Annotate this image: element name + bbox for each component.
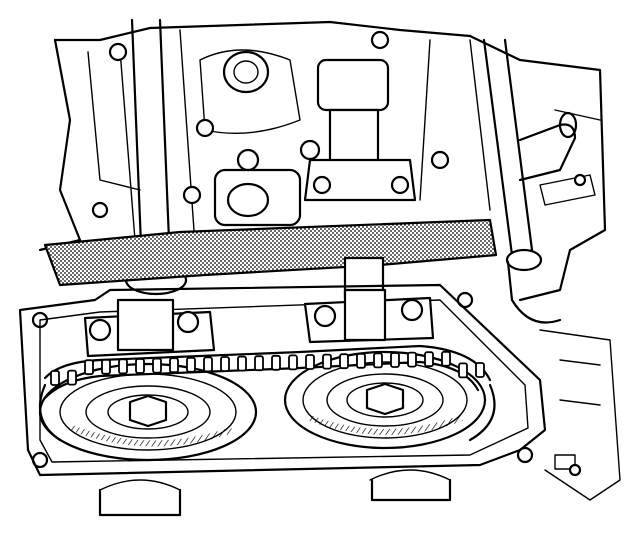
chain-link	[84, 359, 94, 376]
chain-link	[441, 350, 451, 367]
tubes	[124, 18, 562, 324]
chain-link	[50, 370, 60, 386]
exhaust-camshaft-sprocket	[283, 350, 487, 450]
chain-link	[288, 354, 298, 371]
intake-camshaft-sprocket	[38, 362, 258, 462]
chain-link	[220, 356, 230, 372]
chain-link	[118, 358, 128, 375]
chain-link	[67, 369, 77, 386]
chain-link	[101, 358, 111, 375]
timing-chain	[38, 344, 496, 442]
chain-link	[407, 351, 417, 368]
camshaft-holding-tool	[43, 218, 498, 300]
chain-link	[152, 357, 162, 374]
camshaft-caps	[91, 30, 450, 227]
chain-link	[135, 358, 145, 374]
chain-link	[305, 354, 315, 370]
chain-link	[237, 355, 247, 372]
chain-link	[203, 356, 213, 373]
chain-link	[458, 362, 468, 379]
chain-link	[424, 351, 434, 368]
chain-link	[339, 353, 349, 370]
chain-link	[390, 352, 400, 368]
front-cover-flange	[18, 283, 621, 517]
chain-link	[475, 362, 485, 378]
chain-link	[271, 354, 281, 371]
cylinder-head	[38, 20, 607, 302]
chain-link	[322, 353, 332, 370]
chain-link	[186, 356, 196, 373]
chain-link	[356, 352, 366, 369]
lower-caps	[83, 288, 435, 358]
chain-link	[254, 355, 264, 372]
chain-link	[373, 352, 383, 369]
chain-link	[169, 357, 179, 374]
